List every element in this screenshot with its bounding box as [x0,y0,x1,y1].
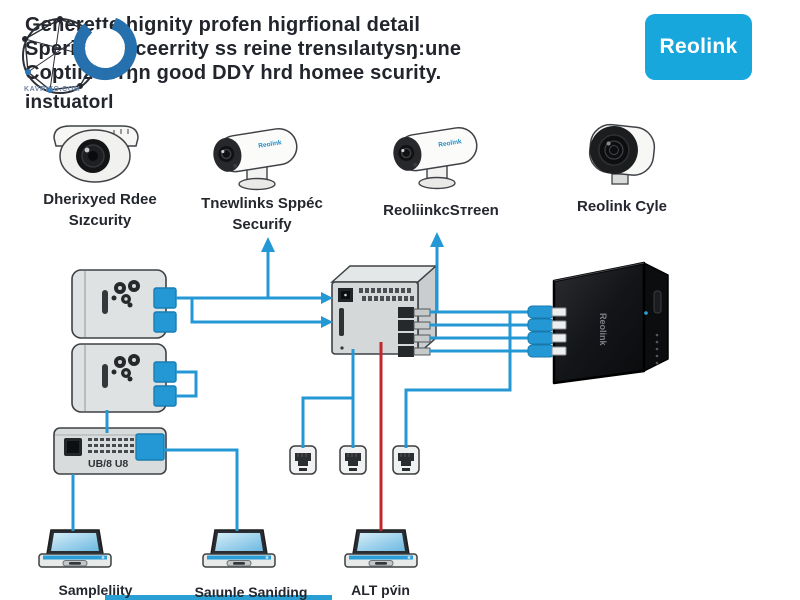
laptop-1-icon [38,529,112,568]
camera-1-label: Dherixyed Rdee Sızcurity [43,191,157,229]
poe-adapter-1-port-1 [153,287,177,309]
arrowhead-up-camera-2 [261,237,275,252]
rj45-connector-1-icon [289,445,317,475]
bullet-camera-1-icon: Reolink [213,127,298,191]
nvr-icon: Reolink [552,261,669,385]
network-switch-icon [330,264,438,357]
nvr-side-slot [653,290,662,314]
rj45-connector-3-icon [392,445,420,475]
camera-3-label: ReoliinkcSтreen [383,202,499,219]
arrowhead-up-camera-3 [430,232,444,247]
cable-adapter1-to-switch-2 [190,298,329,324]
laptop-2-label: Saıunle Saniding [194,584,308,600]
camera-2-label: Tnewlinks Sppéc Securify [201,195,323,233]
usb-hub-label: UB/8 U8 [88,458,128,470]
rj45-connector-2-icon [339,445,367,475]
poe-adapter-2-port-2 [153,385,177,407]
nvr-led-dots [655,333,659,365]
laptop-2-icon [202,529,276,568]
network-globe-logo-icon [22,16,137,94]
camera-4-label: Reolink Cyle [576,198,668,215]
compact-camera-icon [588,123,656,185]
bullet-camera-2-icon: Reolink [393,126,478,190]
dome-camera-icon [53,125,139,183]
cable-switch-to-connector-1 [301,396,353,448]
cable-hub-to-laptop-2 [164,448,239,531]
laptop-3-label: ALT pv́in [351,582,410,598]
poe-adapter-2-port-1 [153,361,177,383]
usb-hub-icon: UB/8 U8 [53,427,167,475]
heading-line-4: instuatorl [25,92,114,113]
bullet-camera-1-body-text: Reolink [258,139,283,150]
nvr-side-text: Reolink [598,313,608,347]
poe-adapter-2-icon [71,343,177,413]
usb-hub-blue-port [135,433,165,461]
laptop-1-label: Sampleliity [58,582,133,598]
laptop-3-icon [344,529,418,568]
watermark-text: KAVRIXO.COM [24,86,81,93]
nvr-status-led [644,311,648,315]
poe-adapter-1-port-2 [153,311,177,333]
poe-adapter-1-icon [71,269,177,339]
reolink-brand-badge: Reolink [645,14,752,80]
bullet-camera-2-body-text: Reolink [438,138,463,149]
